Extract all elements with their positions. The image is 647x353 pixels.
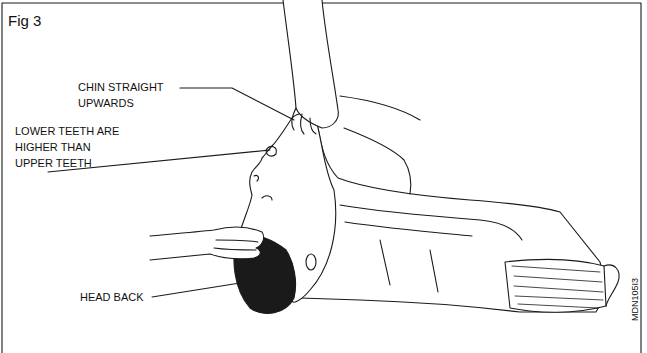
leader-line <box>180 88 294 120</box>
rescuer-arm <box>150 227 264 260</box>
patient-shirt-line <box>430 250 438 292</box>
patient-ear <box>306 254 316 270</box>
figure-title: Fig 3 <box>8 10 41 32</box>
trouser-shading <box>512 266 603 308</box>
patient-eye <box>262 196 272 200</box>
figure-code: MDN105I3 <box>629 278 642 321</box>
patient-legs <box>505 259 606 312</box>
callout-label: LOWER TEETH ARE HIGHER THAN UPPER TEETH <box>15 124 121 172</box>
patient-shirt-line <box>380 240 390 285</box>
rescuer-fingers <box>214 240 258 250</box>
patient-arm <box>345 222 472 236</box>
callout-label: CHIN STRAIGHT UPWARDS <box>78 80 178 112</box>
patient-foot <box>604 265 619 306</box>
patient-mouth <box>266 147 276 157</box>
rescuer-fingers <box>292 108 316 134</box>
rescuer-arm <box>283 0 338 128</box>
callout-label: HEAD BACK <box>80 290 144 306</box>
leader-line <box>152 283 240 297</box>
patient-arm <box>340 205 522 240</box>
patient-nostril <box>254 175 258 181</box>
rescuer-body <box>340 96 420 194</box>
